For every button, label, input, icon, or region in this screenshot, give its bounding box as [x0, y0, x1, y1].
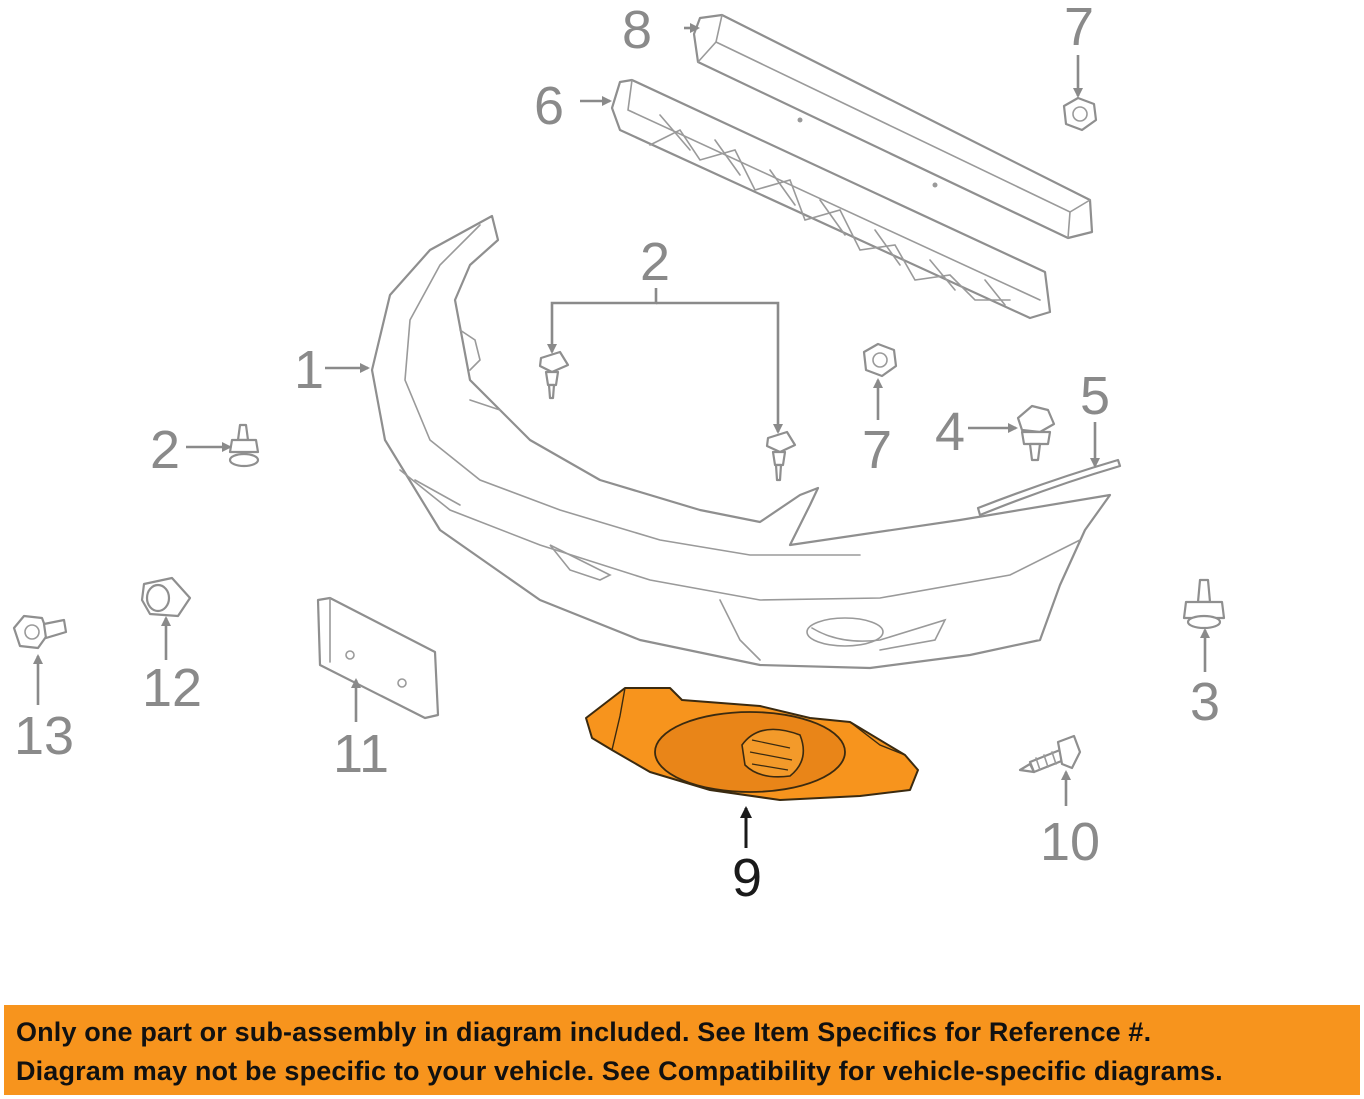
callout-7-mid: 7	[862, 420, 892, 480]
callout-13: 13	[14, 706, 74, 766]
part-12-grommet	[140, 576, 192, 618]
part-13-bolt	[12, 614, 68, 650]
part-6-energy-absorber	[610, 78, 1052, 320]
callout-7-top: 7	[1064, 0, 1094, 57]
callout-6: 6	[534, 76, 564, 136]
part-8-reinforcement-bar	[692, 13, 1094, 240]
callout-2-left: 2	[150, 420, 180, 480]
disclaimer-line-2: Diagram may not be specific to your vehi…	[16, 1056, 1223, 1086]
parts-diagram: 8 6 7 2 1 2 7 4 5 3 10 11 12 13 9	[12, 0, 1226, 908]
part-11-license-bracket	[316, 596, 440, 720]
callout-1: 1	[294, 340, 324, 400]
part-7-nut-top	[1062, 96, 1098, 132]
disclaimer-banner: Only one part or sub-assembly in diagram…	[4, 1005, 1360, 1095]
callout-9: 9	[732, 848, 762, 908]
callout-4: 4	[935, 402, 965, 462]
part-2-retainer-a	[538, 350, 570, 400]
part-3-bolt	[1182, 578, 1226, 630]
callout-8: 8	[622, 0, 652, 60]
part-9-fog-lamp-bezel	[585, 687, 919, 801]
callout-12: 12	[142, 658, 202, 718]
part-5-molding	[976, 458, 1122, 517]
part-2-retainer-b	[765, 430, 797, 482]
leader-lines	[33, 23, 1210, 848]
part-4-clip	[1016, 404, 1056, 462]
callout-5: 5	[1080, 366, 1110, 426]
part-7-nut-mid	[862, 342, 898, 378]
part-10-screw	[1018, 734, 1082, 774]
callout-10: 10	[1040, 812, 1100, 872]
callout-3: 3	[1190, 672, 1220, 732]
callout-2-top: 2	[640, 232, 670, 292]
callout-11: 11	[333, 724, 389, 784]
part-1-bumper-cover	[370, 214, 1112, 670]
disclaimer-line-1: Only one part or sub-assembly in diagram…	[16, 1017, 1152, 1047]
part-2-retainer-c	[228, 423, 260, 468]
